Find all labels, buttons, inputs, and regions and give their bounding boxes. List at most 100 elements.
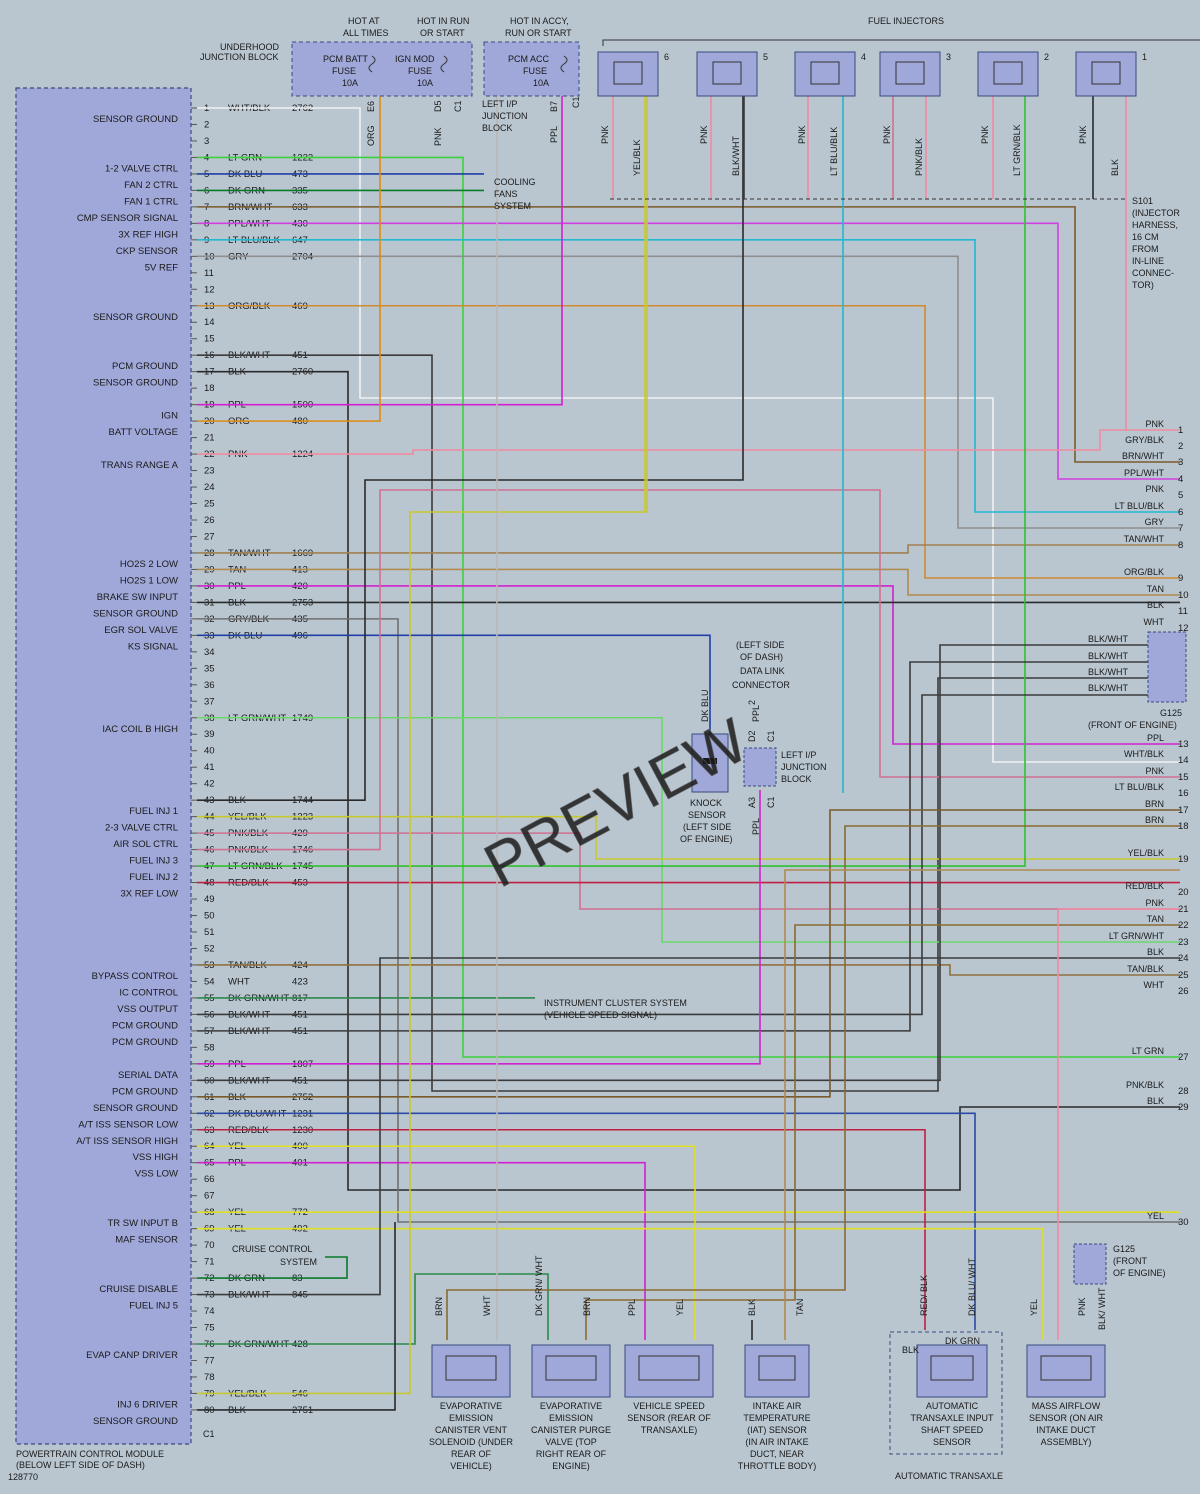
sensor-symbol-icon [445,1355,497,1381]
right-pin-number: 19 [1178,854,1189,865]
right-pin-color: PPL/WHT [1124,468,1165,478]
ign-mod-fuse-label-3: 10A [417,78,433,88]
pcm-pin-number: 39 [204,729,215,740]
cooling-fans-label-3: SYSTEM [494,201,531,211]
dlc-a3: A3 [747,797,757,808]
wire [197,96,648,1395]
component-wire-a: RED/ BLK [919,1275,929,1316]
dlc-d2: D2 [747,730,757,742]
right-pin-color: WHT [1144,980,1165,990]
knock-label-3: (LEFT SIDE [683,822,731,832]
right-pin-color: BLK [1147,600,1164,610]
right-pin-number: 21 [1178,904,1189,915]
pcm-pin-number: 51 [204,927,215,938]
right-pin-color: PNK [1145,484,1164,494]
injector-wire-a: PNK [882,125,892,144]
pcm-pin-number: 18 [204,383,215,394]
s101-note-6: CONNEC- [1132,268,1174,278]
right-pin-color: PNK [1145,766,1164,776]
wire [197,544,1180,554]
wire [197,644,1150,1082]
pcm-acc-fuse-label-2: FUSE [523,66,547,76]
g125-bottom-label: G125 [1113,1244,1135,1254]
wire [197,489,1180,851]
pcm-pin-number: 42 [204,779,215,790]
hot-at-all-times-label: HOT AT [348,16,380,26]
pcm-signal-label: AIR SOL CTRL [113,839,178,850]
underhood-label: UNDERHOOD [220,42,280,52]
pcm-signal-label: PCM GROUND [112,1086,178,1097]
right-pin-color: LT BLU/BLK [1115,501,1164,511]
cooling-fans-label-2: FANS [494,189,518,199]
pcm-connector: C1 [203,1429,215,1439]
component-wire-a: BRN [434,1297,444,1316]
wire [197,255,1180,529]
component-label: TRANSAXLE INPUT [910,1413,994,1423]
wire [197,832,1180,910]
dlc-c1: C1 [766,730,776,742]
pcm-signal-label: SENSOR GROUND [93,378,178,389]
pcm-signal-label: 3X REF HIGH [118,229,178,240]
wire [784,869,1180,1340]
pcm-pin-number: 35 [204,663,215,674]
wire [197,354,1150,1092]
component-label: SOLENOID (UNDER [429,1437,514,1447]
fuse-symbol [440,55,448,73]
injector-coil-icon [895,61,925,85]
right-pin-number: 17 [1178,805,1189,816]
sensor-symbol-icon [1040,1355,1092,1381]
cluster-label: INSTRUMENT CLUSTER SYSTEM [544,998,687,1008]
right-pin-color: PNK/BLK [1126,1080,1164,1090]
injector-coil-icon [993,61,1023,85]
component-wire-b: WHT [482,1295,492,1316]
pcm-signal-label: EGR SOL VALVE [104,625,178,636]
component-sublabel: AUTOMATIC TRANSAXLE [895,1471,1003,1481]
component-label: ASSEMBLY) [1041,1437,1092,1447]
injector-number: 6 [664,52,669,62]
wire [197,1273,549,1345]
component-wire-a: BLK [747,1299,757,1316]
pcm-signal-label: SENSOR GROUND [93,312,178,323]
component-wire-b: BRN [582,1297,592,1316]
sensor-component [624,1344,714,1398]
circuit-number: 423 [292,976,308,987]
component-label: VALVE (TOP [545,1437,597,1447]
injector-number: 4 [861,52,866,62]
right-pin-number: 22 [1178,920,1189,931]
pcm-pin-number: 41 [204,762,215,773]
component-label: CANISTER PURGE [531,1425,611,1435]
injector-wire-a: PNK [980,125,990,144]
injectors-bracket [602,39,1200,46]
component-label: INTAKE DUCT [1036,1425,1096,1435]
right-pin-color: TAN [1147,584,1164,594]
wire [585,924,1180,1340]
right-pin-number: 3 [1178,457,1183,468]
dlc-note-4: CONNECTOR [732,680,790,690]
right-pin-number: 24 [1178,953,1189,964]
dlc-pin-2: 2 [747,700,757,705]
wire-color-label: WHT [228,976,250,987]
right-pin-color: PPL [1147,733,1164,743]
s101-note: (INJECTOR [1132,208,1180,218]
left-ip-block-small [743,747,777,787]
pcm-signal-label: FAN 1 CTRL [124,196,178,207]
sensor-symbol-icon [638,1355,700,1381]
pcm-signal-label: CMP SENSOR SIGNAL [77,213,178,224]
dlc-ppl-bottom: PPL [751,818,761,835]
pcm-signal-label: FAN 2 CTRL [124,180,178,191]
left-ip-small-label: LEFT I/P [781,750,816,760]
pcm-signal-label: A/T ISS SENSOR HIGH [76,1136,178,1147]
right-pin-number: 10 [1178,590,1189,601]
knock-label-2: SENSOR [688,810,727,820]
injector-wire-a: PNK [1078,125,1088,144]
pcm-signal-label: EVAP CANP DRIVER [86,1350,178,1361]
pcm-pin-number: 78 [204,1372,215,1383]
g125-ground-bottom [1073,1243,1107,1285]
wire [197,239,1180,513]
component-label: DUCT, NEAR [750,1449,805,1459]
right-pin-number: 7 [1178,523,1183,534]
wire [197,222,1180,480]
